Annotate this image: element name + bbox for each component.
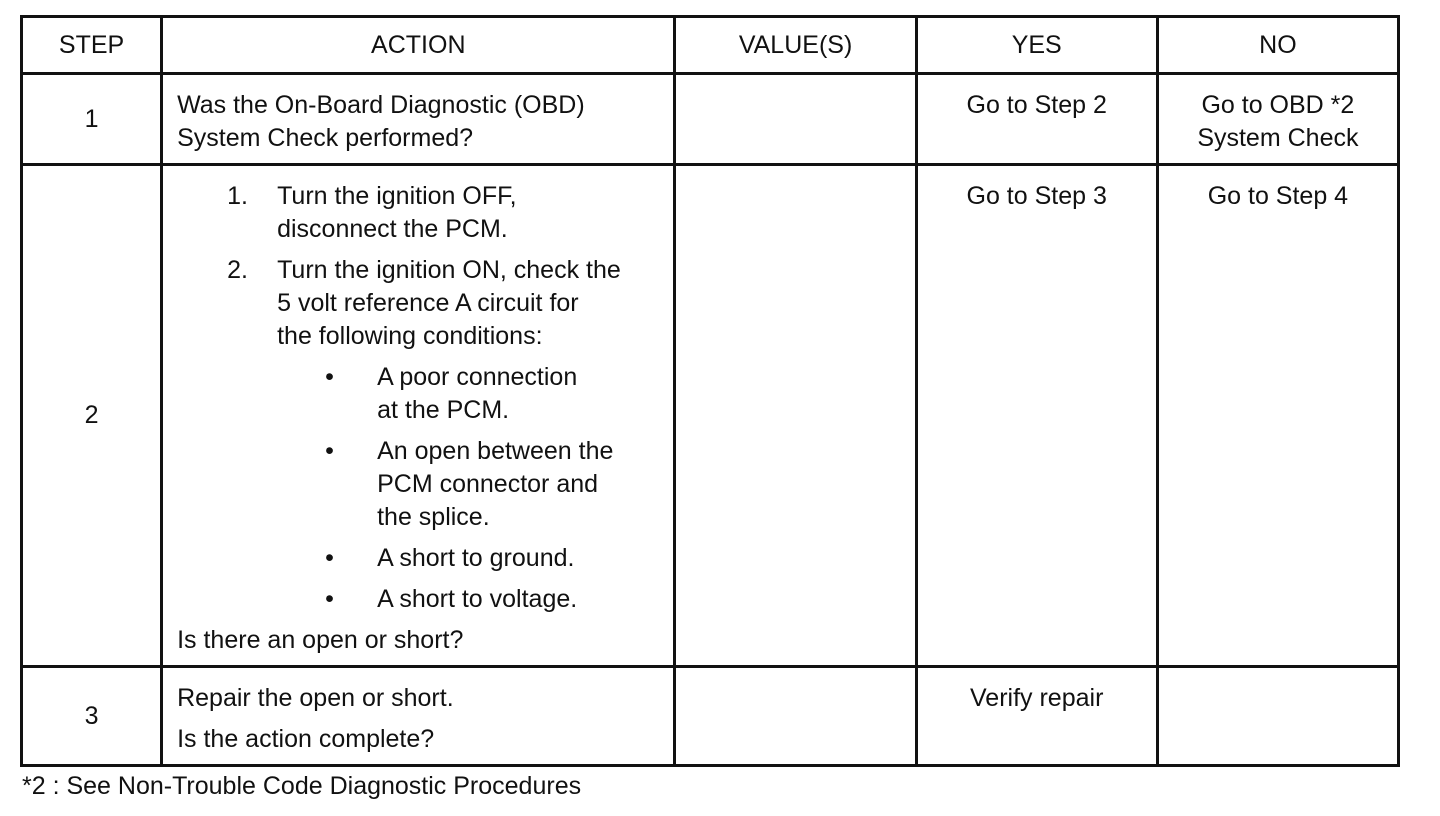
header-no: NO: [1155, 15, 1401, 75]
bullet-line: A short to ground.: [377, 544, 575, 572]
bullet-line: A poor connection: [377, 363, 578, 391]
bullet-icon: •: [325, 585, 334, 613]
item-line: 5 volt reference A circuit for: [277, 289, 579, 317]
header-action: ACTION: [160, 15, 677, 75]
diagnostic-table-container: STEP ACTION VALUE(S) YES NO 1 Was the On…: [19, 15, 1401, 767]
item-text: Turn the ignition OFF, disconnect the PC…: [277, 180, 661, 246]
bullet-text: An open between the PCM connector and th…: [377, 435, 661, 534]
header-values: VALUE(S): [673, 15, 918, 75]
item-line: the following conditions:: [277, 322, 543, 350]
bullet-text: A poor connection at the PCM.: [377, 361, 661, 427]
yes-cell: Go to Step 2: [914, 72, 1159, 166]
bullet-line: An open between the: [377, 437, 614, 465]
item-text: Turn the ignition ON, check the 5 volt r…: [277, 254, 661, 353]
no-line: System Check: [1197, 124, 1359, 152]
bullet-icon: •: [325, 437, 334, 465]
bullet-line: the splice.: [377, 503, 490, 531]
action-cell: Repair the open or short. Is the action …: [160, 665, 677, 767]
step-number: 2: [19, 163, 164, 668]
no-cell: [1155, 665, 1401, 767]
bullet-item: • A short to voltage.: [325, 583, 661, 616]
item-line: Turn the ignition ON, check the: [277, 256, 621, 284]
bullet-item: • A poor connection at the PCM.: [325, 361, 661, 427]
action-line: Repair the open or short.: [177, 684, 454, 712]
action-cell: 1. Turn the ignition OFF, disconnect the…: [160, 163, 677, 668]
bullet-item: • A short to ground.: [325, 542, 661, 575]
diagnostic-table: STEP ACTION VALUE(S) YES NO 1 Was the On…: [19, 15, 1401, 767]
numbered-item: 1. Turn the ignition OFF, disconnect the…: [227, 180, 661, 246]
no-cell: Go to OBD *2 System Check: [1155, 72, 1401, 166]
action-line: Is the action complete?: [177, 725, 435, 753]
values-cell: [673, 163, 918, 668]
header-yes: YES: [914, 15, 1159, 75]
no-line: Go to OBD *2: [1201, 91, 1355, 119]
item-line: Turn the ignition OFF,: [277, 182, 517, 210]
header-step: STEP: [19, 15, 164, 75]
yes-cell: Verify repair: [914, 665, 1159, 767]
numbered-item: 2. Turn the ignition ON, check the 5 vol…: [227, 254, 661, 353]
action-line: System Check performed?: [177, 124, 474, 152]
item-number: 2.: [227, 256, 248, 284]
bullet-line: at the PCM.: [377, 396, 510, 424]
item-number: 1.: [227, 182, 248, 210]
no-cell: Go to Step 4: [1155, 163, 1401, 668]
table-row: 1 Was the On-Board Diagnostic (OBD) Syst…: [19, 72, 1401, 166]
action-cell: Was the On-Board Diagnostic (OBD) System…: [160, 72, 677, 166]
bullet-icon: •: [325, 363, 334, 391]
table-row: 2 1. Turn the ignition OFF, disconnect t…: [19, 163, 1401, 668]
bullet-line: A short to voltage.: [377, 585, 578, 613]
bullet-text: A short to voltage.: [377, 583, 661, 616]
header-row: STEP ACTION VALUE(S) YES NO: [19, 15, 1401, 75]
values-cell: [673, 665, 918, 767]
bullet-line: PCM connector and: [377, 470, 599, 498]
table-row: 3 Repair the open or short. Is the actio…: [19, 665, 1401, 767]
footnote: *2 : See Non-Trouble Code Diagnostic Pro…: [22, 772, 582, 800]
step-number: 3: [19, 665, 164, 767]
action-question: Is there an open or short?: [177, 626, 464, 654]
step-number: 1: [19, 72, 164, 166]
bullet-text: A short to ground.: [377, 542, 661, 575]
bullet-icon: •: [325, 544, 334, 572]
yes-cell: Go to Step 3: [914, 163, 1159, 668]
action-line: Was the On-Board Diagnostic (OBD): [177, 91, 585, 119]
values-cell: [673, 72, 918, 166]
bullet-item: • An open between the PCM connector and …: [325, 435, 661, 534]
item-line: disconnect the PCM.: [277, 215, 508, 243]
